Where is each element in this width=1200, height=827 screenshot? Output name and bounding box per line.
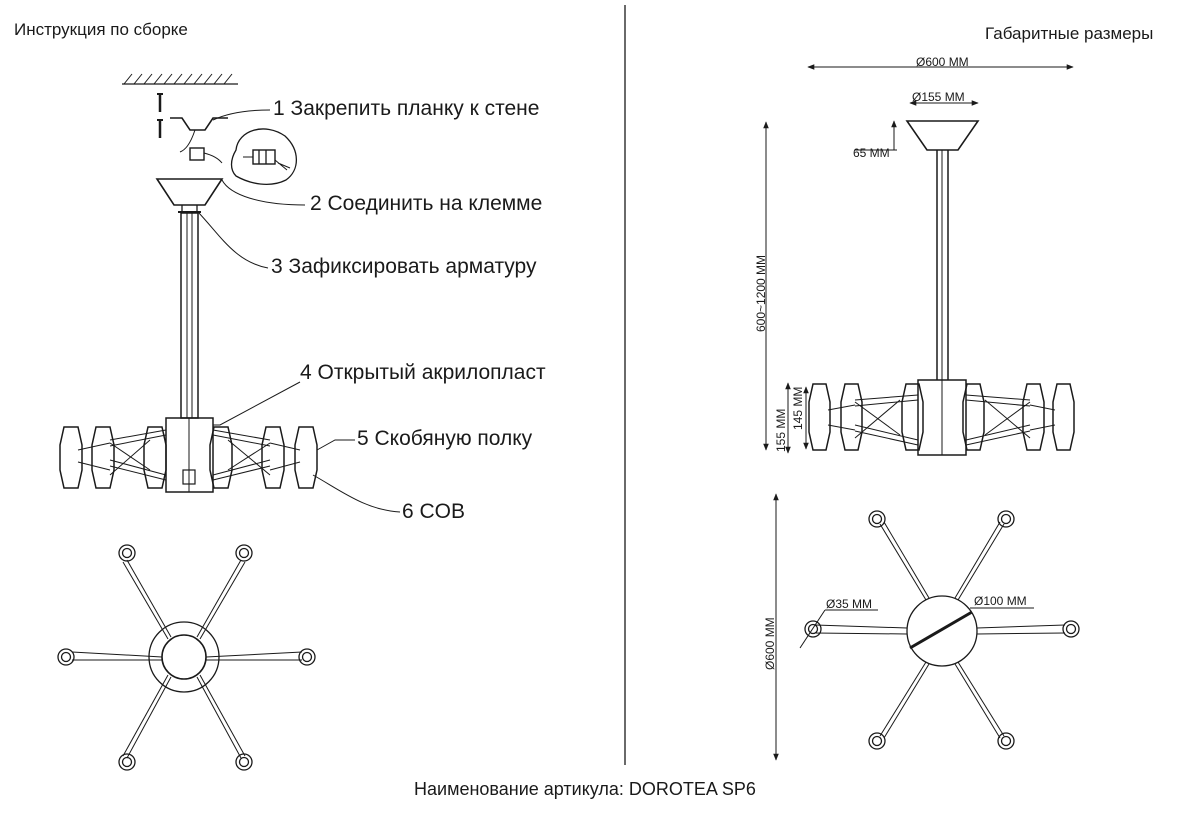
article-name: Наименование артикула: DOROTEA SP6	[414, 779, 756, 799]
dim-canopy-height: 65 MM	[853, 146, 890, 160]
dim-overall-diameter: Ø600 MM	[916, 55, 969, 69]
dimension-plan-drawing	[773, 493, 1080, 761]
canopy	[155, 178, 224, 206]
step-5-label: 5 Скобяную полку	[357, 427, 533, 450]
arms	[77, 429, 301, 481]
overall-dimensions-title: Габаритные размеры	[985, 24, 1154, 43]
mounting-bracket	[170, 117, 228, 131]
dim-plan-diameter: Ø600 MM	[763, 617, 777, 670]
dim-hub-diameter: Ø100 MM	[974, 594, 1027, 608]
canopy-dim	[905, 120, 980, 151]
dim-shade-diameter: Ø35 MM	[826, 597, 872, 611]
step-1-label: 1 Закрепить планку к стене	[273, 97, 540, 120]
assembly-elevation-drawing	[59, 73, 401, 513]
dim-body-height-inner: 145 MM	[791, 387, 805, 430]
assembly-plan-drawing	[57, 544, 316, 771]
step-3-label: 3 Зафиксировать арматуру	[271, 255, 537, 278]
terminal-detail-bubble	[230, 128, 298, 186]
screw-icon	[157, 93, 163, 138]
assembly-instructions-title: Инструкция по сборке	[14, 20, 188, 39]
dim-total-height: 600~1200 MM	[754, 255, 768, 332]
step-4-label: 4 Открытый акрилопласт	[300, 361, 546, 384]
dim-body-height-outer: 155 MM	[774, 409, 788, 452]
step-2-label: 2 Соединить на клемме	[310, 192, 543, 215]
terminal-block	[189, 147, 205, 161]
led-shades	[59, 426, 318, 489]
dim-canopy-diameter: Ø155 MM	[912, 90, 965, 104]
rod	[180, 212, 199, 419]
step-6-label: 6 COB	[402, 500, 466, 523]
dimension-elevation-drawing	[763, 64, 1075, 456]
